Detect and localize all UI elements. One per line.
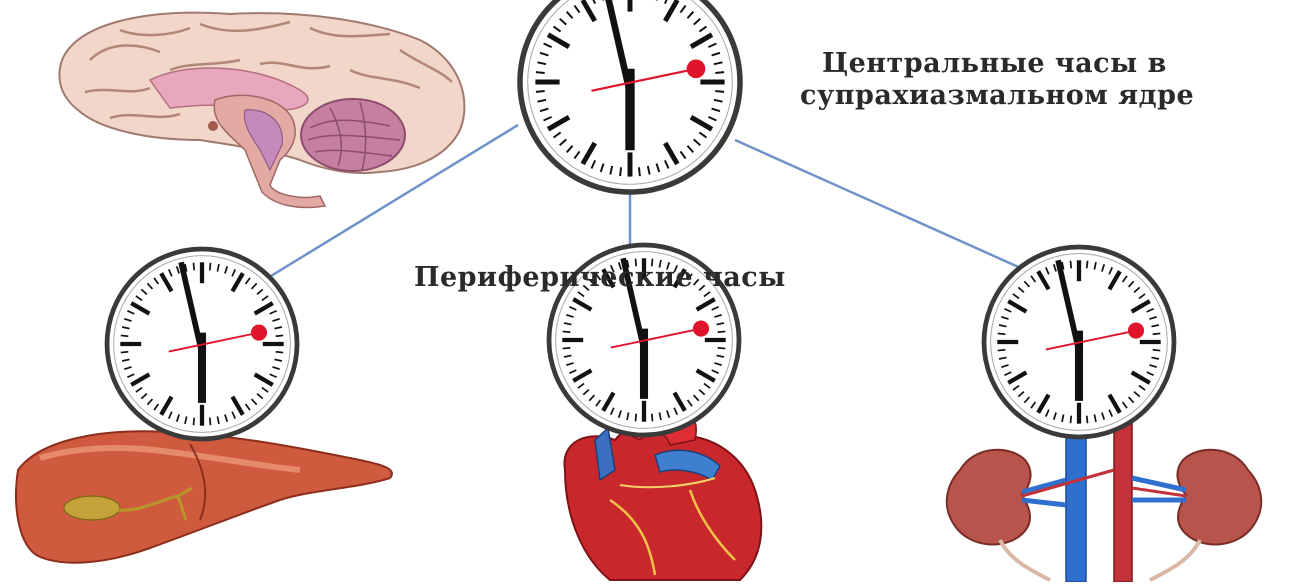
kidneys-icon — [947, 415, 1261, 582]
peripheral-clocks-label: Периферические часы — [414, 262, 786, 294]
central-clock-label: Центральные часы в супрахиазмальном ядре — [800, 48, 1290, 112]
central-clock-label-line-1: Центральные часы в — [800, 48, 1290, 80]
central-clock-icon — [520, 0, 740, 192]
arrow-to-kidneys — [735, 140, 1052, 282]
brain-icon — [59, 13, 464, 208]
liver-icon — [16, 431, 392, 562]
central-clock-label-line-2: супрахиазмальном ядре — [800, 80, 1290, 112]
liver-clock-icon — [107, 249, 297, 439]
kidneys-clock-icon — [984, 247, 1174, 437]
